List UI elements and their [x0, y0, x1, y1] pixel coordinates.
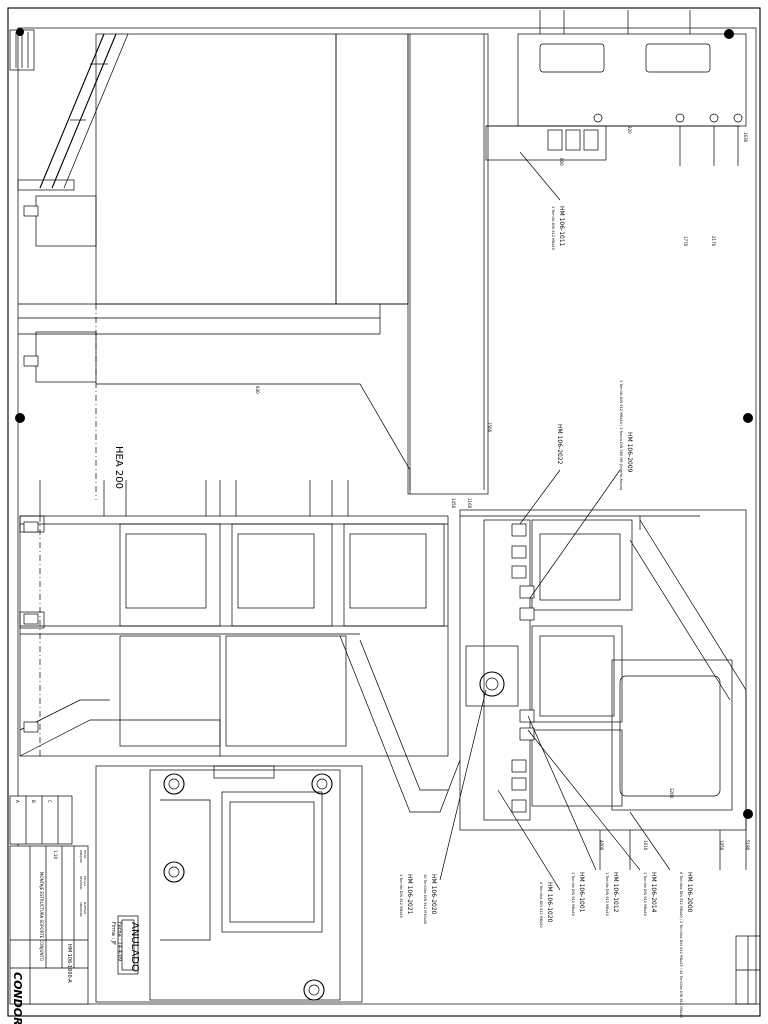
dimension-value: 3200	[669, 788, 674, 799]
dimension-value: 640	[255, 386, 260, 394]
detail-view	[95, 765, 363, 1003]
dimension-value: 5180	[745, 840, 750, 851]
bolt-row	[23, 205, 535, 813]
leader-lines	[439, 151, 671, 891]
part-ref-note: 4 Tornillos DIN 912 M8x20	[539, 882, 543, 928]
title-row: REVISADO	[79, 876, 83, 890]
dimension-value: 600	[559, 158, 564, 166]
title-row: APROBADO	[79, 902, 83, 917]
title-row: FECHA	[83, 850, 87, 859]
dimension-value: 4000	[599, 840, 604, 851]
part-ref-note: 1 Tornillo DIN 912 M8x40	[571, 872, 575, 916]
company-logo: CONDOR	[11, 972, 24, 1024]
part-ref-code: HM 106-2000	[686, 872, 693, 913]
profile-label: HEA 200	[113, 446, 124, 489]
part-ref-code: HM 106-2009	[626, 432, 633, 473]
void-stamp: ANULADO Fecha : 14-4-09 Firma : JF	[110, 915, 140, 975]
part-ref-note: 1 Tornillo DIN 912 M8x40	[605, 872, 609, 916]
dimension-value: 1160	[467, 498, 472, 509]
dimension-value: 1450	[451, 498, 456, 509]
dimension-value: 1630	[743, 132, 748, 143]
title-row: DIBUJADO	[79, 850, 83, 863]
upper-plates	[18, 33, 489, 500]
revision-row: C	[47, 800, 52, 803]
dimension-value: 320	[627, 126, 632, 134]
dimension-value: 1770	[683, 236, 688, 247]
part-ref-note: 1 Tornillo DIN 912 M8x40	[643, 872, 647, 916]
dimension-value: 1050	[719, 840, 724, 851]
revision-block: A B C	[9, 795, 73, 845]
part-ref-note: 6 Tornillos DIN 912 M8x40 / 2 Tornillos …	[679, 872, 683, 1018]
void-stamp-signature: Firma : JF	[110, 922, 116, 945]
upper-right-frame	[485, 10, 747, 166]
dimension-value: 2170	[711, 236, 716, 247]
part-ref-note: 10 Tornillos DIN 912 M10x40	[423, 874, 427, 924]
drawing-description: MONTAJE ESTRUCTURA SOPORTE CONJUNTO	[39, 872, 44, 961]
title-row: MATERIAL	[83, 902, 87, 915]
revision-row: A	[15, 800, 20, 803]
title-block: CONDOR HM 106-1000-A MONTAJE ESTRUCTURA …	[9, 845, 89, 1024]
corner-box	[735, 935, 761, 1005]
notes-block	[9, 29, 35, 71]
part-references: HM 106-1011 1 Tornillo DIN 912 M8x40 HM …	[399, 206, 693, 1018]
part-ref-code: HM 106-2014	[650, 872, 657, 913]
drawing-scale: 1:10	[53, 850, 58, 859]
part-ref-note: 1 Tornillo DIN 912 M8x40	[399, 874, 403, 918]
part-ref-code: HM 106-2022	[556, 424, 563, 465]
dimension-values: 2170 1770 1560 1630 1450 1160 1010 1050 …	[255, 126, 750, 851]
void-stamp-title: ANULADO	[129, 922, 140, 972]
part-ref-code: HM 106-1020	[546, 882, 553, 923]
drawing-number: HM 106-1000-A	[66, 944, 72, 983]
part-ref-note: 1 Tornillo DIN 912 M8x40	[551, 206, 555, 250]
title-row: ESCALA	[83, 876, 87, 886]
part-ref-code: HM 106-1001	[578, 872, 585, 913]
part-ref-code: HM 106-1011	[558, 206, 565, 247]
outer-border	[7, 7, 761, 1017]
part-ref-code: HM 106-1012	[612, 872, 619, 913]
dimension-value: 1560	[487, 422, 492, 433]
part-ref-code: HM 106-2020	[430, 874, 437, 915]
part-ref-code: HM 106-2021	[406, 874, 413, 915]
void-stamp-date: Fecha : 14-4-09	[116, 922, 122, 961]
part-ref-note: 1 Tornillo DIN 912 M8x40 / 1 Rosca DIN 5…	[619, 380, 623, 491]
right-structure	[459, 509, 747, 831]
dimension-value: 1010	[643, 840, 648, 851]
main-frame	[19, 515, 461, 813]
revision-row: B	[31, 800, 36, 803]
diagonal-beam	[17, 33, 129, 191]
inner-border	[17, 27, 757, 1005]
dimension-lines	[39, 480, 747, 870]
